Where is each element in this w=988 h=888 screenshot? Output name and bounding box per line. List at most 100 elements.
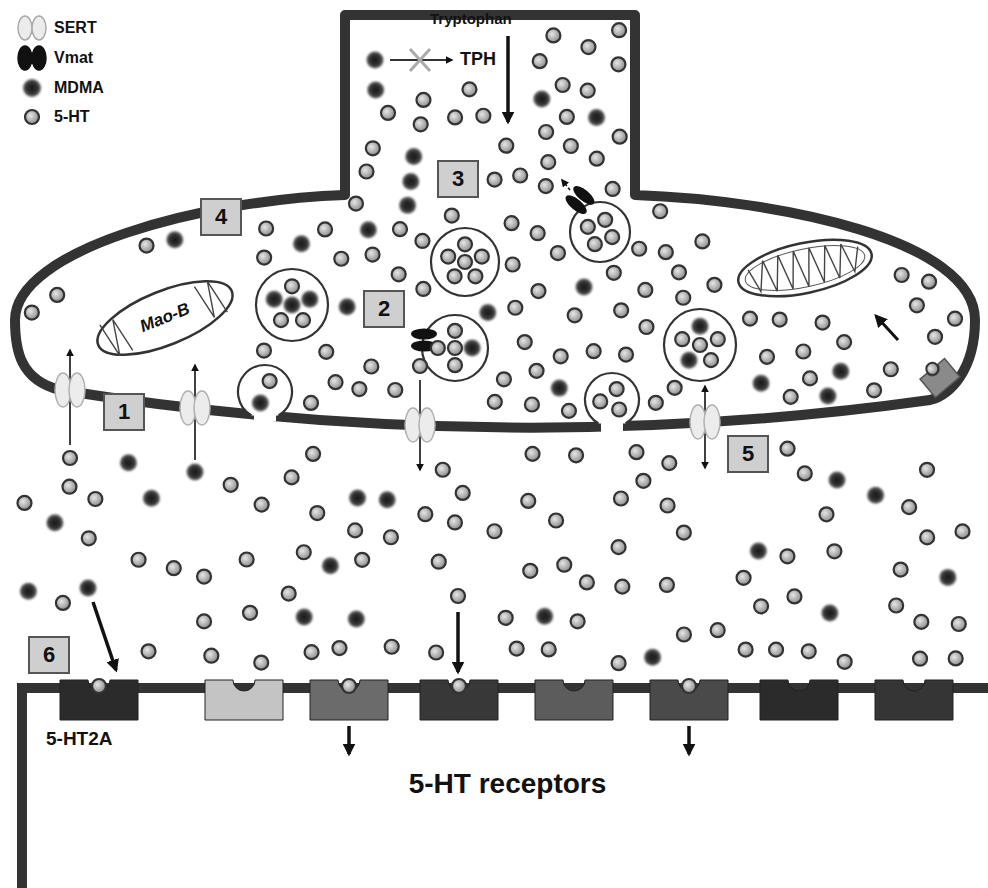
synaptic-vesicle [585,373,639,423]
presynaptic-terminal [15,15,975,428]
postsynaptic-membrane [22,688,988,888]
serotonin-molecule [542,642,556,656]
serotonin-molecule [274,313,288,327]
serotonin-molecule [468,269,482,283]
molecule-dot [17,23,969,693]
postsynaptic-membrane [22,688,988,888]
serotonin-molecule [781,442,795,456]
signal-arrow [347,726,351,754]
serotonin-molecule [505,216,519,230]
serotonin-molecule [619,348,633,362]
serotonin-molecule [513,168,527,182]
mitochondrion-cristae [100,317,133,358]
autoreceptor-symbol [916,354,960,398]
blocked-arrow [390,49,452,71]
legend-icon [23,79,41,97]
serotonin-molecule [366,248,380,262]
serotonin-molecule [487,524,501,538]
serotonin-molecule [414,117,428,131]
serotonin-molecule [525,398,539,412]
serotonin-molecule [784,390,798,404]
serotonin-molecule [432,555,446,569]
sert-transporter [704,405,720,439]
mdma-molecule [536,608,553,625]
sert-transporter [690,405,720,439]
serotonin-molecule [949,651,963,665]
serotonin-molecule [867,383,881,397]
serotonin-molecule [240,553,254,567]
serotonin-molecule [448,341,462,355]
mdma-molecule [588,109,605,126]
serotonin-molecule [25,306,39,320]
legend-icon [23,79,41,97]
serotonin-molecule [319,345,333,359]
mdma-molecule [405,148,422,165]
serotonin-molecule [510,642,524,656]
sert-transporter [405,408,435,442]
vmat-transporter [563,183,598,217]
serotonin-molecule [254,656,268,670]
legend-icon [25,110,39,124]
serotonin-molecule [296,313,310,327]
mdma-molecule [379,491,396,508]
serotonin-molecule [518,335,532,349]
serotonin-molecule [431,341,445,355]
legend-icon [18,16,32,40]
serotonin-molecule [803,371,817,385]
synaptic-vesicle [238,202,736,432]
serotonin-molecule [499,139,513,153]
mdma-molecule [692,318,709,335]
serotonin-molecule [610,382,624,396]
mdma-molecule [46,514,63,531]
serotonin-molecule [889,599,903,613]
serotonin-molecule [458,255,472,269]
mitochondrion [733,229,876,306]
serotonin-molecule [531,226,545,240]
postsynaptic-membrane [22,688,988,888]
blocked-arrow [410,49,430,71]
serotonin-molecule [546,28,560,42]
serotonin-molecule [539,179,553,193]
serotonin-molecule [676,291,690,305]
serotonin-molecule [17,496,31,510]
mdma-molecule [832,363,849,380]
serotonin-molecule [458,237,472,251]
mdma-molecule [399,197,416,214]
serotonin-molecule [612,656,626,670]
sert-transporter [180,391,210,425]
serotonin-molecule [660,578,674,592]
serotonin-molecule [769,643,783,657]
mdma-molecule [20,583,37,600]
serotonin-molecule [359,165,373,179]
serotonin-molecule [564,139,578,153]
serotonin-molecule [819,507,833,521]
mdma-molecule [187,464,204,481]
signal-arrow [93,36,689,754]
synaptic-vesicle [422,315,488,381]
postsynaptic-cell: 5-HT receptors [27,725,988,888]
serotonin-molecule [204,649,218,663]
serotonin-molecule [352,382,366,396]
serotonin-molecule [615,580,629,594]
serotonin-molecule [606,182,620,196]
mdma-molecule [348,611,365,628]
serotonin-molecule [393,222,407,236]
serotonin-molecule [488,395,502,409]
mitochondrion [741,237,868,300]
serotonin-molecule [662,456,676,470]
autoreceptor-symbol [920,359,960,398]
legend-icon [18,46,32,70]
serotonin-molecule [523,564,537,578]
receptor-symbol [420,680,498,720]
serotonin-molecule [884,362,898,376]
serotonin-molecule [632,242,646,256]
serotonin-molecule [920,463,934,477]
callout-number: 4 [200,198,242,236]
serotonin-molecule [711,332,725,346]
serotonin-molecule [285,470,299,484]
serotonin-molecule [499,611,513,625]
serotonin-molecule [551,246,565,260]
serotonin-molecule [257,251,271,265]
serotonin-molecule [364,360,378,374]
serotonin-molecule [952,617,966,631]
